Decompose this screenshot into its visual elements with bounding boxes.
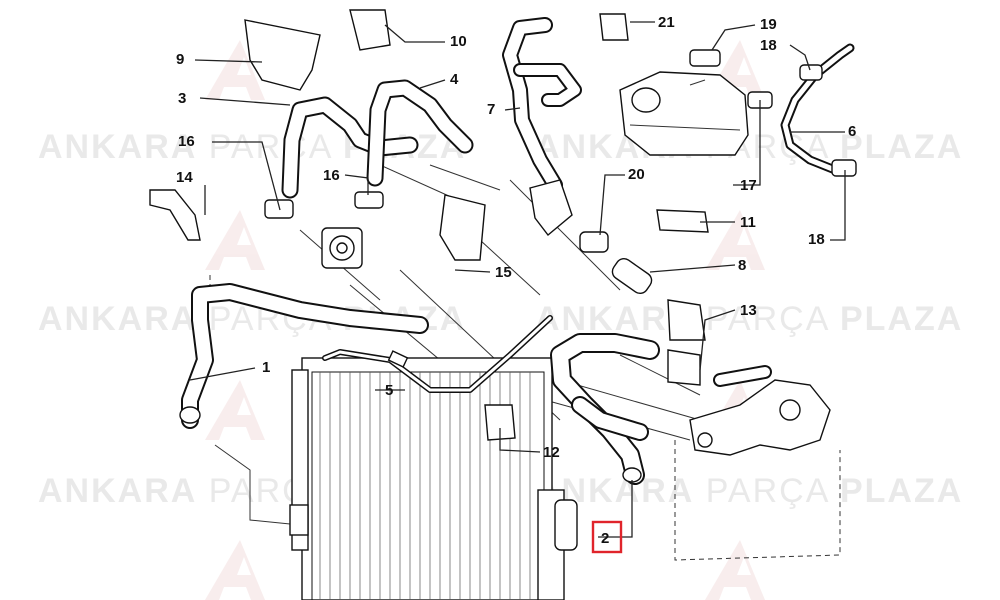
t-connector: [529, 179, 573, 237]
callout-4: 4: [450, 71, 459, 88]
callout-6: 6: [848, 123, 856, 140]
clamps-and-brackets: [149, 9, 857, 441]
part-2-hose: [550, 333, 660, 485]
thermostat-housing: [689, 365, 831, 456]
clamp-16-right: [354, 191, 384, 209]
callout-15: 15: [495, 264, 512, 281]
bracket-15: [439, 194, 486, 261]
part-6-hose: [780, 43, 855, 175]
leader-lines: [189, 21, 846, 538]
callout-16-right: 16: [323, 167, 340, 184]
radiator: [289, 357, 578, 600]
clamp-18-top: [799, 64, 823, 81]
clamp-10: [349, 9, 391, 51]
part-4-hose: [366, 79, 474, 187]
part-1-hose: [179, 283, 429, 429]
logo-mark-icon: [205, 540, 265, 600]
clamp-12: [484, 404, 516, 441]
callout-21: 21: [658, 14, 675, 31]
callout-18-bottom: 18: [808, 231, 825, 248]
part-3-hose: [281, 96, 419, 199]
callout-9: 9: [176, 51, 184, 68]
expansion-tank: [619, 71, 749, 156]
callout-labels: 1 2 3 4 5 6 7 8 9 10 11 12 13 14 15 16 1…: [176, 14, 856, 554]
callout-11: 11: [740, 214, 756, 231]
oil-cooler: [321, 227, 363, 269]
callout-7: 7: [487, 101, 495, 118]
clamp-16-left: [264, 199, 294, 219]
bracket-9: [244, 19, 321, 91]
callout-1: 1: [262, 359, 270, 376]
watermark-mid-right: ANKARA PARÇA PLAZA: [535, 300, 964, 338]
callout-16-left: 16: [178, 133, 195, 150]
part-7-hose: [502, 17, 582, 193]
callout-17: 17: [740, 177, 757, 194]
callout-2-highlight: [591, 520, 623, 554]
clamp-18-bottom: [831, 159, 857, 177]
callout-8: 8: [738, 257, 746, 274]
clip-21: [599, 13, 629, 41]
bracket-14: [149, 189, 201, 241]
callout-10: 10: [450, 33, 467, 50]
logo-mark-icon: [705, 210, 765, 270]
logo-mark-icon: [705, 540, 765, 600]
bracket-13-upper: [667, 299, 706, 341]
part-8-sleeve: [611, 257, 653, 295]
part-5-pipe: [322, 315, 553, 393]
bracket-11: [656, 209, 709, 233]
callout-2: 2: [601, 530, 609, 547]
callout-3: 3: [178, 90, 186, 107]
clamp-19: [689, 49, 721, 67]
callout-19: 19: [760, 16, 777, 33]
clamp-20: [579, 231, 609, 253]
callout-18-top: 18: [760, 37, 777, 54]
logo-mark-icon: [205, 40, 265, 100]
callout-5: 5: [385, 382, 393, 399]
callout-14: 14: [176, 169, 193, 186]
callout-13: 13: [740, 302, 757, 319]
bracket-13-lower: [667, 349, 701, 386]
callout-20: 20: [628, 166, 645, 183]
logo-mark-icon: [205, 380, 265, 440]
callout-12: 12: [543, 444, 560, 461]
logo-mark-icon: [205, 210, 265, 270]
